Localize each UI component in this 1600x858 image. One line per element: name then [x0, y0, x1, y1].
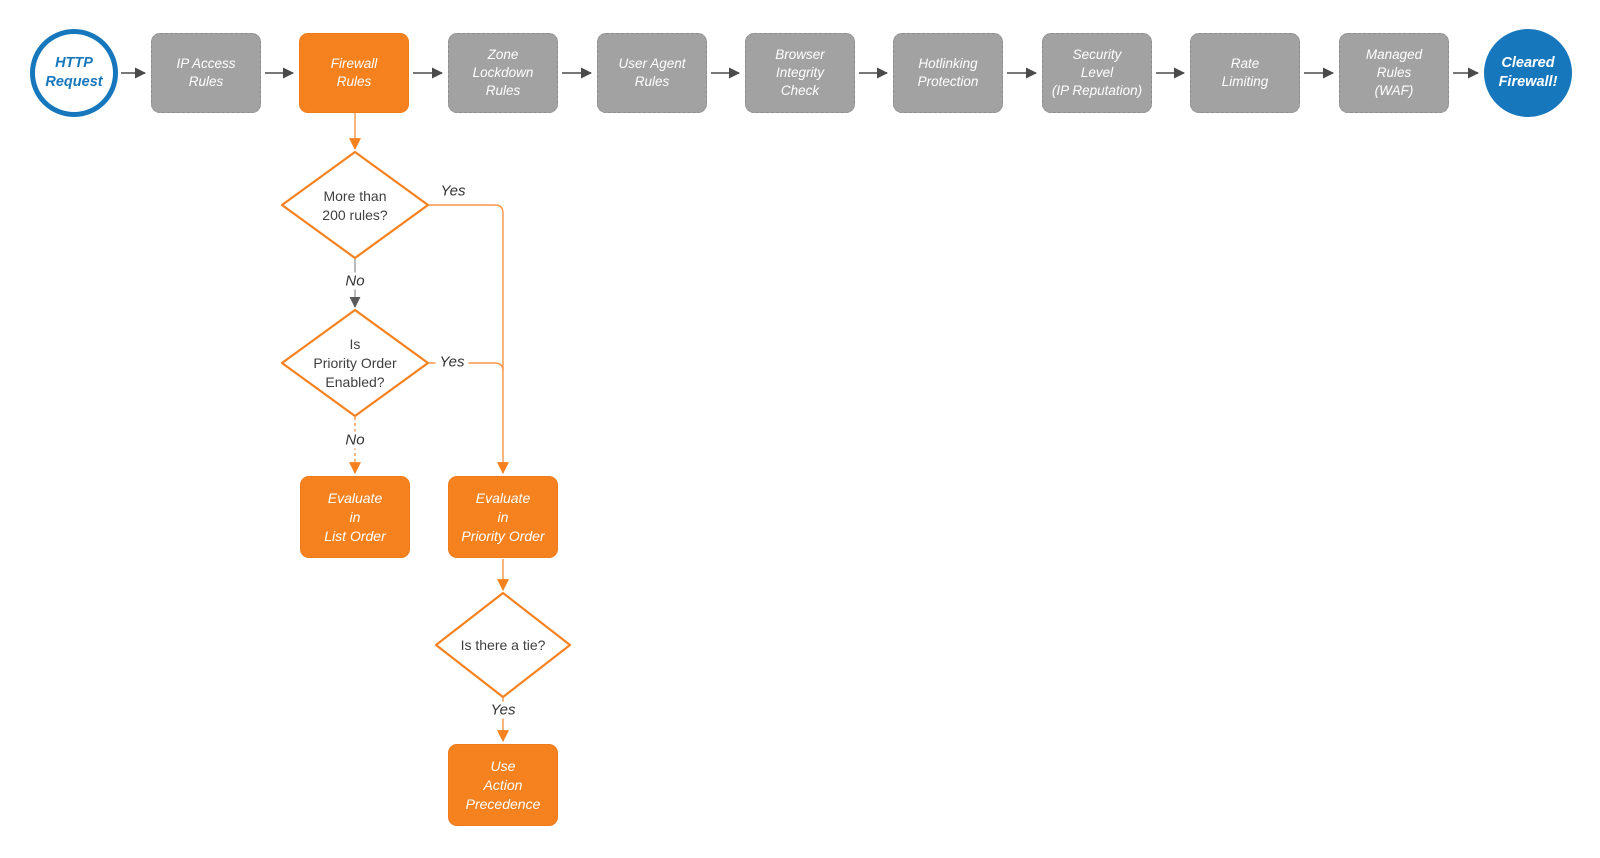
decision-question-priority-enabled: Is Priority Order Enabled?: [313, 336, 397, 390]
start-node-http-request: HTTP Request: [30, 29, 118, 117]
end-node-cleared-firewall: Cleared Firewall!: [1484, 29, 1572, 117]
edge-label-decision1-no: No: [341, 272, 369, 290]
pipeline-box-label: Zone Lockdown Rules: [472, 47, 534, 98]
pipeline-box-firewall-rules: Firewall Rules: [299, 33, 409, 113]
outcome-box-evaluate-in-list-order: Evaluate in List Order: [300, 476, 410, 558]
decision-edges: [349, 113, 509, 743]
pipeline-box-rate-limiting: Rate Limiting: [1190, 33, 1300, 113]
edge-label-decision1-yes: Yes: [436, 182, 470, 200]
pipeline-box-label: Browser Integrity Check: [775, 47, 825, 98]
outcome-box-use-action-precedence: Use Action Precedence: [448, 744, 558, 826]
decision-diamond-tie: [434, 591, 572, 699]
pipeline-box-browser-integrity-check: Browser Integrity Check: [745, 33, 855, 113]
outcome-box-label: Evaluate in List Order: [324, 489, 386, 544]
decision-question-more-than-200: More than 200 rules?: [322, 187, 388, 223]
pipeline-box-label: Managed Rules (WAF): [1365, 47, 1423, 98]
decision-diamonds: [280, 150, 572, 699]
pipeline-box-label: Rate Limiting: [1221, 56, 1269, 89]
pipeline-box-label: Firewall Rules: [330, 56, 378, 89]
edge-label-decision2-yes: Yes: [435, 353, 469, 371]
outcome-box-label: Evaluate in Priority Order: [461, 489, 545, 544]
pipeline-box-ip-access-rules: IP Access Rules: [151, 33, 261, 113]
pipeline-box-managed-rules-waf: Managed Rules (WAF): [1339, 33, 1449, 113]
decision-diamond-more-than-200: [280, 150, 430, 260]
decision-question-tie: Is there a tie?: [460, 636, 546, 653]
edge-decision1-yes-to-priority-order: [428, 204, 509, 475]
edge-decision2-yes-join: [428, 362, 504, 372]
pipeline-box-hotlinking-protection: Hotlinking Protection: [893, 33, 1003, 113]
end-node-label: Cleared Firewall!: [1498, 55, 1558, 90]
pipeline-box-label: Hotlinking Protection: [917, 56, 979, 89]
outcome-box-label: Use Action Precedence: [465, 757, 541, 812]
outcome-box-evaluate-in-priority-order: Evaluate in Priority Order: [448, 476, 558, 558]
decision-diamond-priority-enabled: [280, 308, 430, 418]
pipeline-box-security-level: Security Level (IP Reputation): [1042, 33, 1152, 113]
edge-label-decision2-no: No: [341, 431, 369, 449]
pipeline-box-user-agent-rules: User Agent Rules: [597, 33, 707, 113]
start-node-label: HTTP Request: [45, 55, 103, 90]
pipeline-box-label: User Agent Rules: [618, 56, 686, 89]
edge-label-decision3-yes: Yes: [486, 701, 520, 719]
pipeline-box-label: Security Level (IP Reputation): [1051, 47, 1143, 98]
pipeline-box-zone-lockdown-rules: Zone Lockdown Rules: [448, 33, 558, 113]
pipeline-box-label: IP Access Rules: [176, 56, 236, 89]
